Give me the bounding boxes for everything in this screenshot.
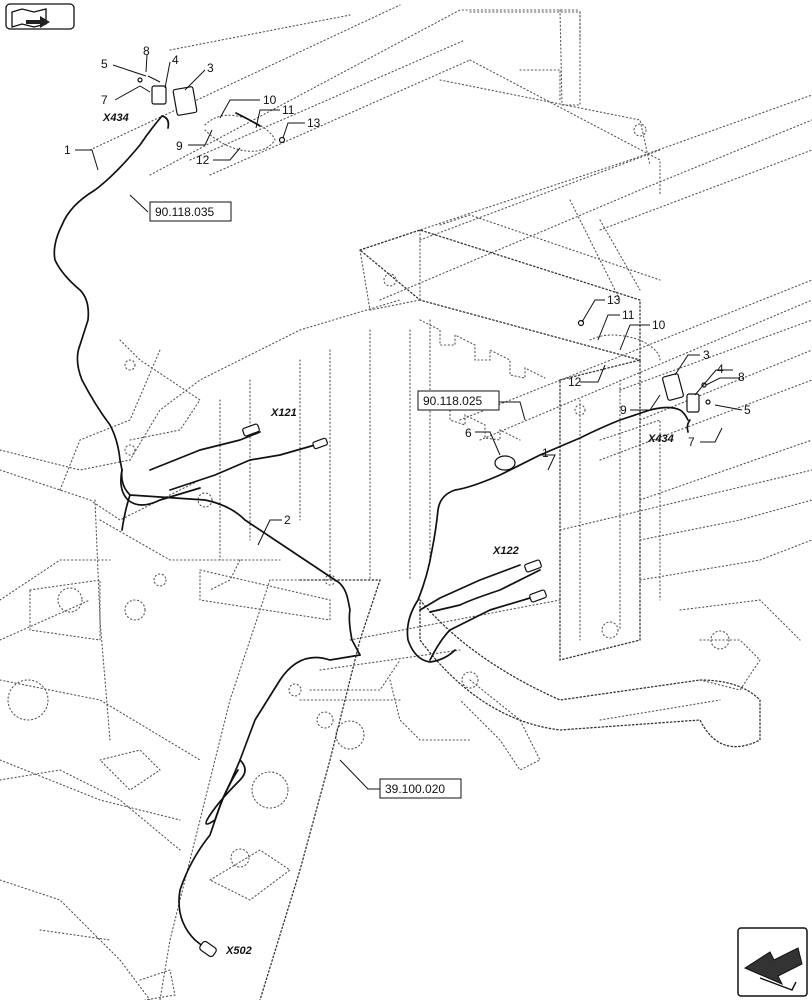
callout-2: 2: [284, 513, 291, 527]
callout-10: 10: [263, 93, 277, 107]
callout-12: 12: [568, 375, 582, 389]
callout-3: 3: [207, 61, 214, 75]
reference-39-100-020: 39.100.020: [385, 782, 445, 796]
reference-90-118-025: 90.118.025: [423, 394, 482, 408]
connector-x434-left: X434: [102, 112, 129, 124]
callout-1: 1: [64, 143, 71, 157]
callout-1: 1: [542, 446, 549, 460]
callout-5: 5: [744, 403, 751, 417]
harness-2: [120, 423, 361, 656]
callout-7: 7: [688, 435, 695, 449]
callout-12: 12: [196, 153, 210, 167]
connector-x121: X121: [270, 407, 297, 419]
connector-x122: X122: [492, 545, 519, 557]
callout-10: 10: [652, 318, 666, 332]
callout-13: 13: [307, 116, 321, 130]
callout-7: 7: [101, 93, 108, 107]
callout-3: 3: [703, 348, 710, 362]
callout-13: 13: [607, 293, 621, 307]
connector-labels: X434 X434 X121 X122 X502: [102, 112, 674, 957]
book-with-arrow-icon[interactable]: [5, 3, 75, 30]
callout-11: 11: [282, 103, 295, 117]
leader-lines: [75, 54, 743, 790]
harness-1-left: [53, 115, 170, 471]
callout-11: 11: [622, 308, 635, 322]
harness-to-x502: [178, 654, 361, 958]
callout-4: 4: [172, 53, 179, 67]
callout-8: 8: [143, 44, 150, 58]
connector-x434-right: X434: [647, 433, 674, 445]
parts-top-left: [137, 75, 286, 152]
machine-frame: [0, 4, 812, 1000]
callout-9: 9: [176, 139, 183, 153]
callout-9: 9: [620, 403, 627, 417]
reference-90-118-035: 90.118.035: [155, 205, 214, 219]
harness-1-right: [406, 406, 691, 663]
connector-x502: X502: [225, 945, 252, 957]
callout-4: 4: [717, 362, 724, 376]
reference-boxes: 90.118.035 90.118.025 39.100.020: [149, 201, 500, 799]
reference-box-90-118-025: [417, 390, 500, 411]
reference-box-90-118-035: [149, 201, 232, 222]
callout-6: 6: [465, 426, 472, 440]
callout-5: 5: [101, 57, 108, 71]
parts-right: [577, 319, 711, 413]
callout-8: 8: [738, 370, 745, 384]
next-page-arrow-icon[interactable]: [737, 927, 808, 997]
reference-box-39-100-020: [379, 778, 462, 799]
callouts: 8 5 4 3 7 1 10 11 13 9 12 2 6 1 13 11 10…: [64, 44, 751, 527]
